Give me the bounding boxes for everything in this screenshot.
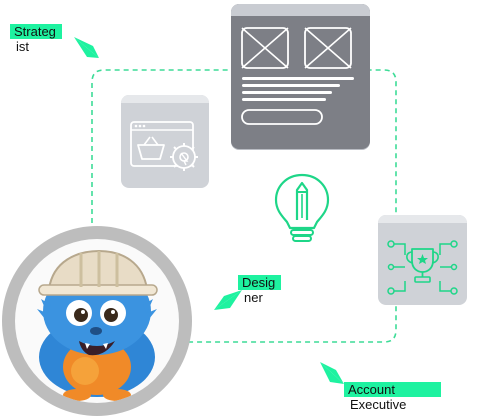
- avatar-image: [15, 239, 179, 403]
- arrow-account-executive-icon: [320, 362, 344, 384]
- pencil-lightbulb-icon: [274, 173, 330, 242]
- role-label-designer: Desig ner: [238, 275, 282, 305]
- arrow-strategist-icon: [74, 37, 99, 58]
- achievement-card: [378, 215, 467, 305]
- wireframe-card: [231, 4, 370, 149]
- ecommerce-card: [121, 95, 209, 188]
- designer-label-line2: ner: [244, 290, 263, 305]
- strategist-label-line1: Strateg: [10, 24, 62, 39]
- role-label-account-executive: Account Executive: [344, 382, 441, 412]
- strategist-label-line2: ist: [16, 39, 29, 54]
- arrow-designer-icon: [214, 290, 242, 310]
- wireframe-layout-icon: [241, 27, 354, 125]
- account-executive-label-line1: Account: [344, 382, 441, 397]
- account-executive-label-line2: Executive: [350, 397, 407, 412]
- avatar: [2, 226, 192, 416]
- role-label-strategist: Strateg ist: [10, 24, 62, 54]
- furry-monster-mascot: [37, 249, 158, 401]
- trophy-network-icon: [387, 240, 458, 295]
- shopping-basket-settings-icon: [130, 121, 198, 171]
- designer-label-line1: Desig: [238, 275, 282, 290]
